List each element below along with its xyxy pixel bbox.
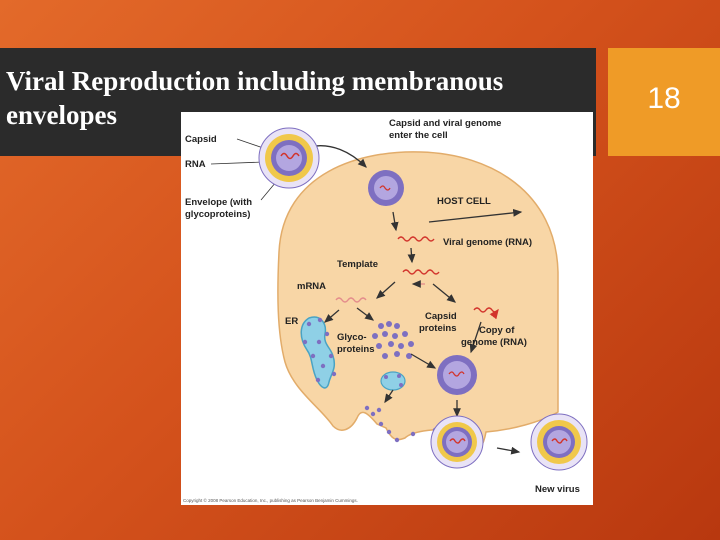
label-glycoproteins-1: Glyco- (337, 332, 367, 343)
label-mrna: mRNA (297, 281, 326, 292)
capsid-in-cell (368, 170, 404, 206)
diagram-svg: Capsid RNA Envelope (with glycoproteins)… (183, 118, 588, 503)
assembled-capsid (437, 355, 477, 395)
label-copy-2: genome (RNA) (461, 337, 527, 348)
viral-genome-rna (397, 236, 435, 242)
label-new-virus: New virus (535, 484, 580, 495)
label-enter-1: Capsid and viral genome (389, 118, 501, 129)
label-copy-1: Copy of (479, 325, 515, 336)
label-template: Template (337, 259, 378, 270)
label-envelope-1: Envelope (with (185, 197, 252, 208)
label-capsid-proteins-1: Capsid (425, 311, 457, 322)
new-virus-budding (430, 415, 484, 469)
slide-title: Viral Reproduction including membranous … (6, 66, 504, 130)
label-glycoproteins-2: proteins (337, 344, 374, 355)
slide-number-box: 18 (608, 48, 720, 156)
virus-entering (258, 127, 320, 189)
viral-reproduction-diagram: Capsid RNA Envelope (with glycoproteins)… (181, 112, 593, 505)
er-glycoproteins (302, 317, 337, 383)
transport-vesicle (380, 371, 406, 391)
label-viral-genome: Viral genome (RNA) (443, 237, 532, 248)
new-virus-released (530, 413, 588, 471)
mrna-strand (335, 297, 367, 303)
host-cell (277, 151, 559, 457)
label-rna: RNA (185, 159, 206, 170)
template-rna (402, 269, 440, 275)
slide-number: 18 (647, 82, 681, 115)
label-er: ER (285, 316, 298, 327)
label-host-cell: HOST CELL (437, 196, 491, 207)
figure-credit: Copyright © 2008 Pearson Education, Inc.… (183, 497, 358, 503)
label-capsid-proteins-2: proteins (419, 323, 456, 334)
label-enter-2: enter the cell (389, 130, 448, 141)
genome-copy-rna (473, 307, 499, 320)
capsid-protein-cluster (372, 321, 414, 359)
process-arrows (308, 145, 523, 455)
label-envelope-2: glycoproteins) (185, 209, 250, 220)
label-capsid: Capsid (185, 134, 217, 145)
